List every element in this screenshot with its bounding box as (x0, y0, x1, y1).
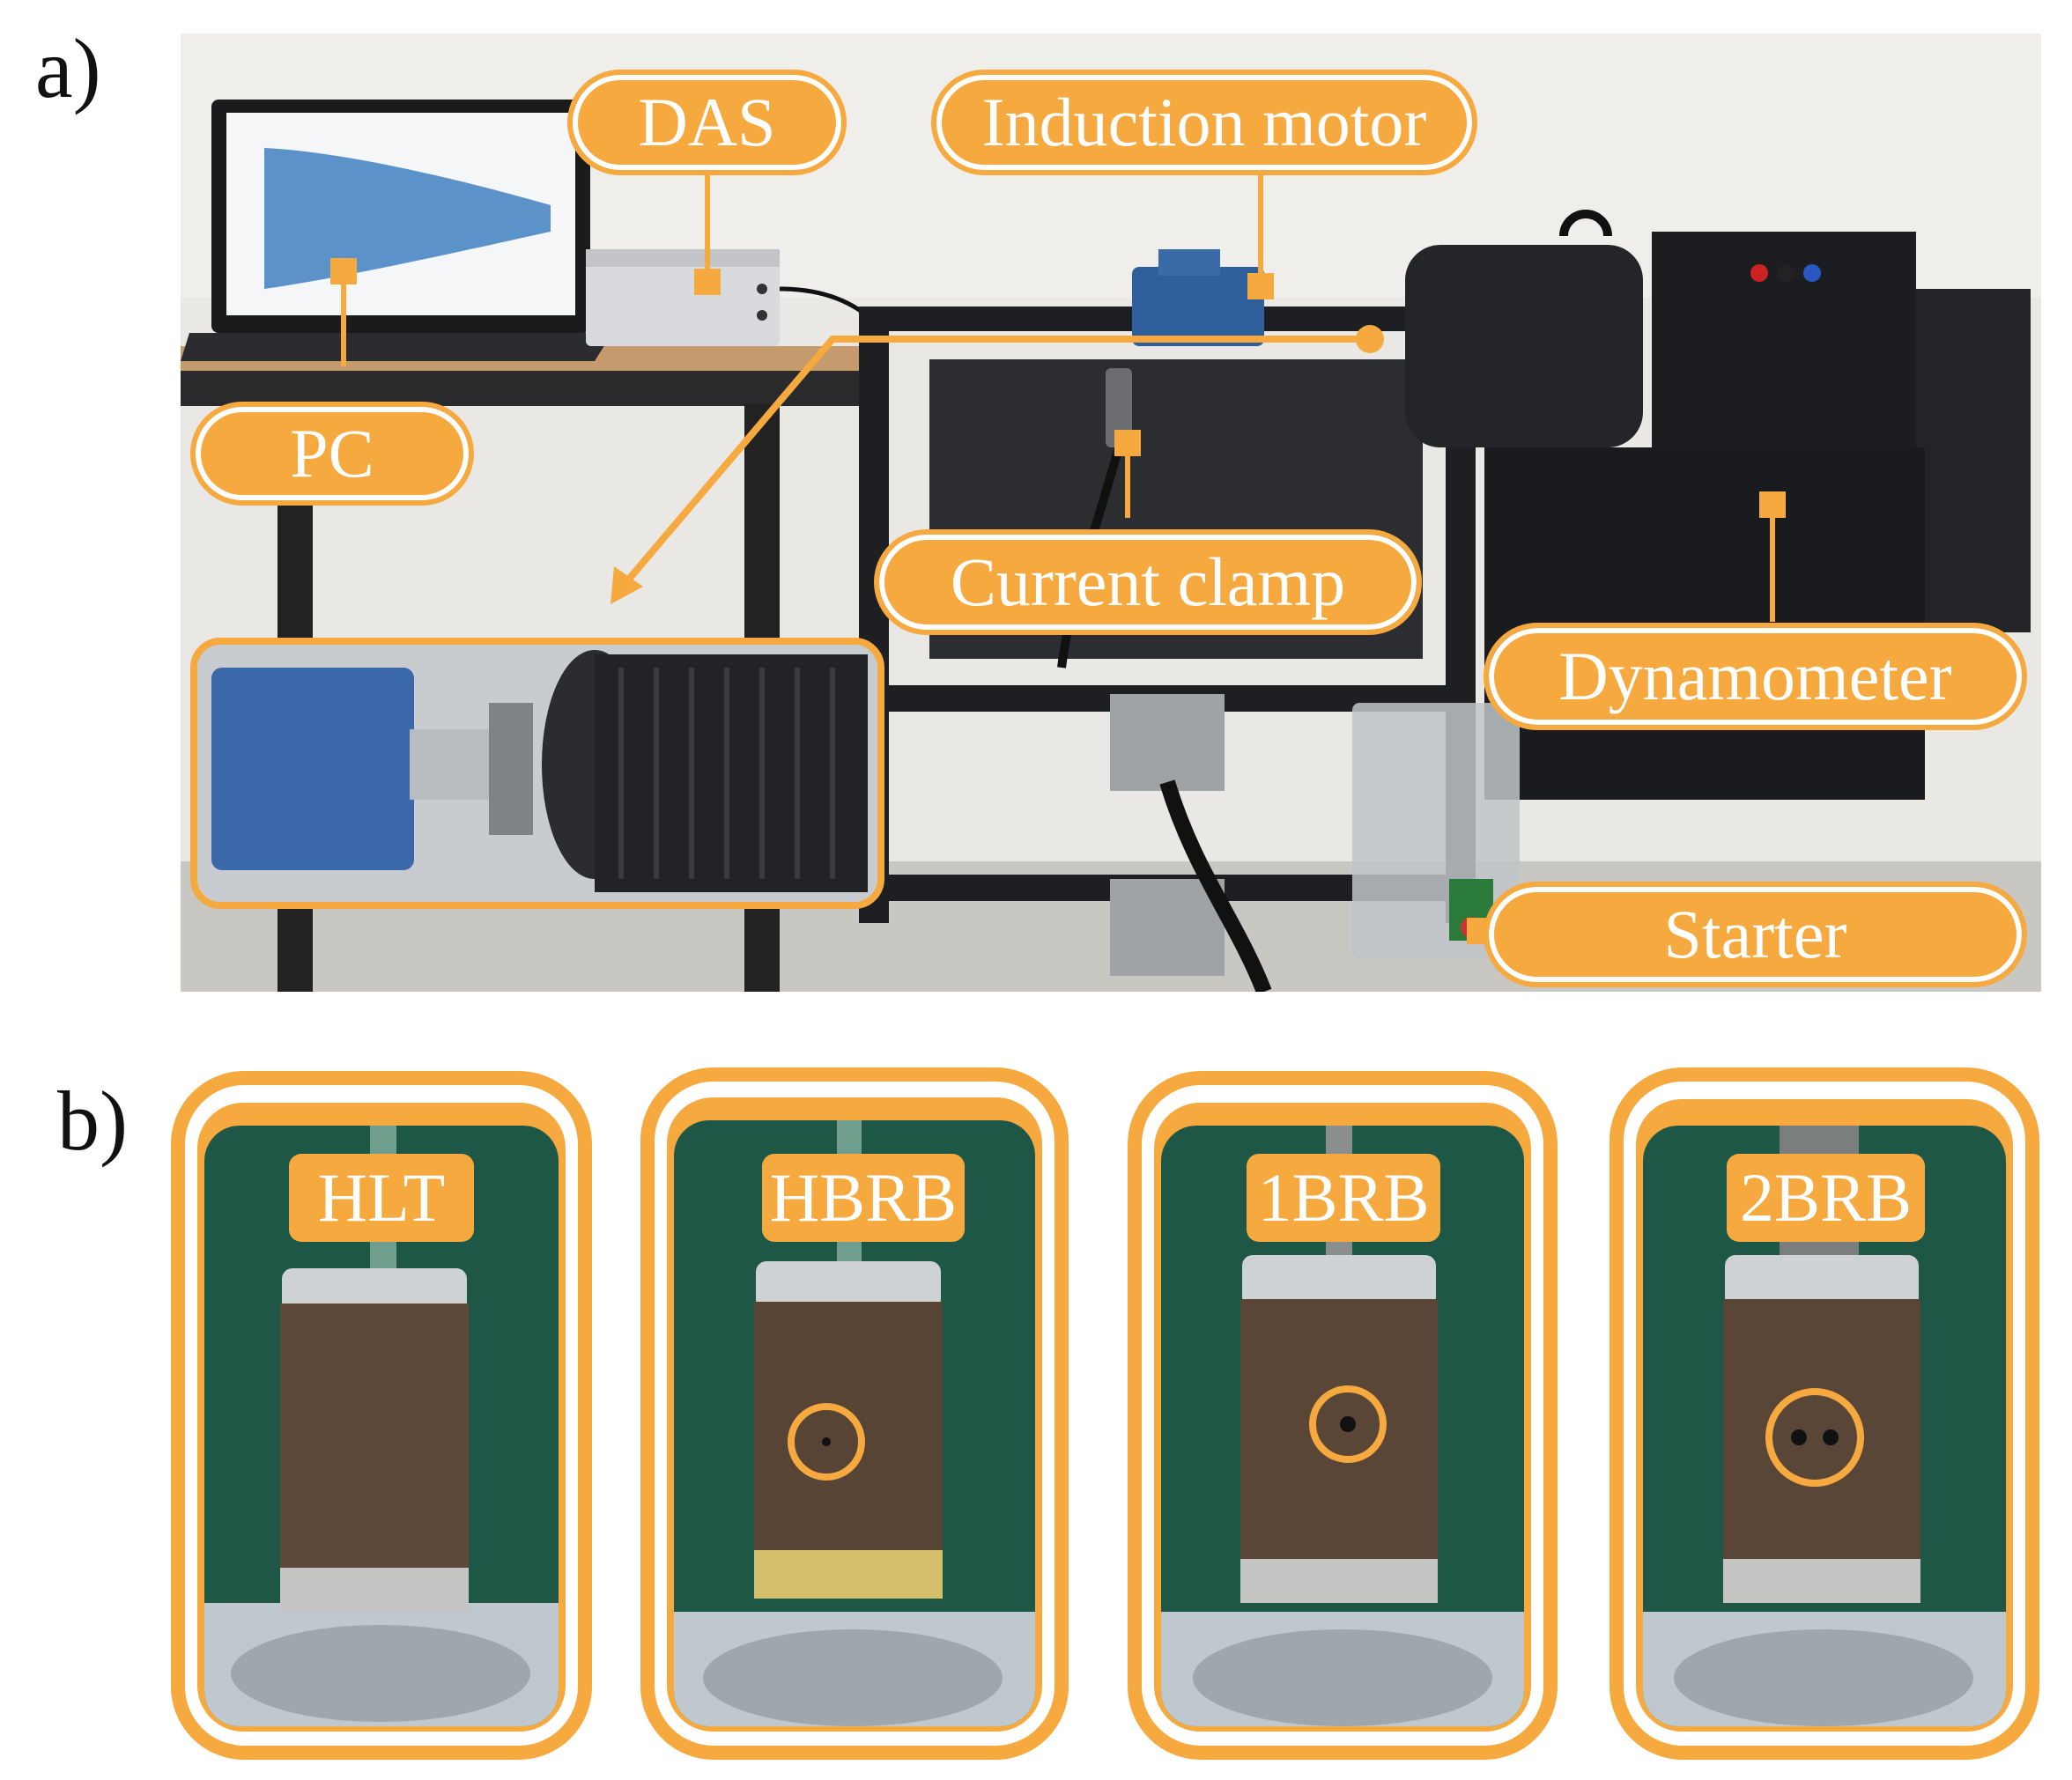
das-label: DAS (567, 70, 847, 175)
panel-a-letter: a) (35, 21, 101, 115)
dynamometer-icon (1405, 210, 2031, 800)
panel-b-letter: b) (57, 1074, 128, 1168)
inset-pointer-line (618, 336, 1370, 591)
current-clamp-label: Current clamp (874, 529, 1422, 635)
starter-label: Starter (1484, 882, 2027, 987)
test-bench-illustration (181, 33, 2041, 992)
broken-bars-marker (1765, 1388, 1864, 1487)
induction-motor-icon (1132, 249, 1264, 346)
broken-bar-marker (1309, 1385, 1387, 1463)
rotor-label-hbrb: HBRB (762, 1154, 965, 1242)
motor-coupling-inset (190, 638, 884, 909)
pc-label: PC (190, 402, 474, 506)
dynamometer-label: Dynamometer (1484, 623, 2027, 730)
broken-bar-marker (788, 1403, 865, 1481)
rotor-label-1brb: 1BRB (1247, 1154, 1440, 1242)
induction-motor-label: Induction motor (931, 70, 1477, 175)
laptop-icon (181, 100, 612, 361)
test-bench-photo (181, 33, 2041, 992)
rotor-label-2brb: 2BRB (1727, 1154, 1925, 1242)
rotor-label-hlt: HLT (289, 1154, 474, 1242)
